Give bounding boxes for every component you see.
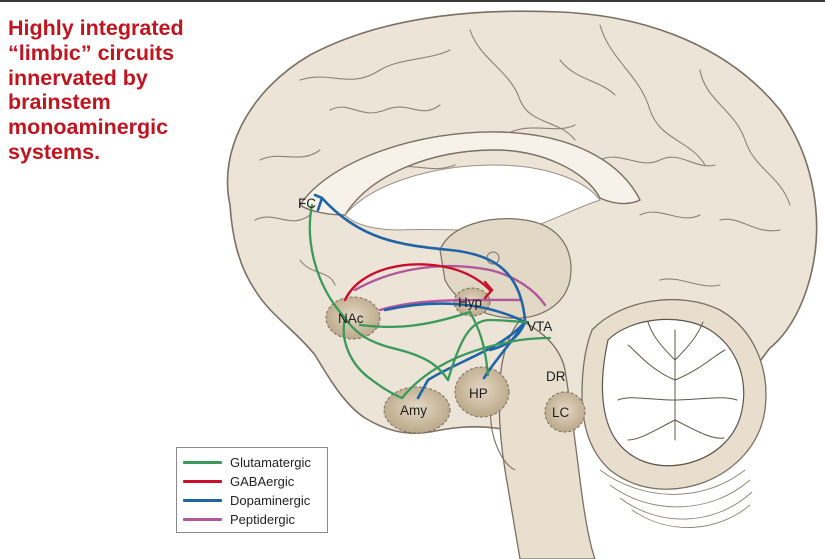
legend-label-gabaergic: GABAergic bbox=[230, 474, 294, 489]
headline-line-5: monoaminergic bbox=[8, 115, 248, 140]
label-lc: LC bbox=[552, 405, 570, 420]
headline-line-4: brainstem bbox=[8, 90, 248, 115]
label-nac: NAc bbox=[338, 311, 364, 326]
legend-swatch-glutamatergic bbox=[183, 461, 222, 464]
legend-item-glutamatergic: Glutamatergic bbox=[183, 453, 327, 472]
legend-swatch-peptidergic bbox=[183, 518, 222, 521]
headline-line-2: “limbic” circuits bbox=[8, 41, 248, 66]
legend-item-dopaminergic: Dopaminergic bbox=[183, 491, 327, 510]
legend-label-dopaminergic: Dopaminergic bbox=[230, 493, 310, 508]
legend-label-peptidergic: Peptidergic bbox=[230, 512, 295, 527]
legend: Glutamatergic GABAergic Dopaminergic Pep… bbox=[176, 447, 328, 533]
headline-line-3: innervated by bbox=[8, 66, 248, 91]
legend-item-gabaergic: GABAergic bbox=[183, 472, 327, 491]
label-amy: Amy bbox=[400, 403, 427, 418]
headline-line-6: systems. bbox=[8, 140, 248, 165]
legend-swatch-gabaergic bbox=[183, 480, 222, 483]
headline: Highly integrated “limbic” circuits inne… bbox=[8, 16, 248, 165]
legend-item-peptidergic: Peptidergic bbox=[183, 510, 327, 529]
label-hp: HP bbox=[469, 386, 488, 401]
cerebellum bbox=[582, 300, 766, 528]
legend-label-glutamatergic: Glutamatergic bbox=[230, 455, 311, 470]
label-hyp: Hyp bbox=[458, 295, 482, 310]
headline-line-1: Highly integrated bbox=[8, 16, 248, 41]
legend-swatch-dopaminergic bbox=[183, 499, 222, 502]
label-vta: VTA bbox=[527, 319, 552, 334]
label-fc: FC bbox=[298, 196, 316, 211]
label-dr: DR bbox=[546, 369, 566, 384]
